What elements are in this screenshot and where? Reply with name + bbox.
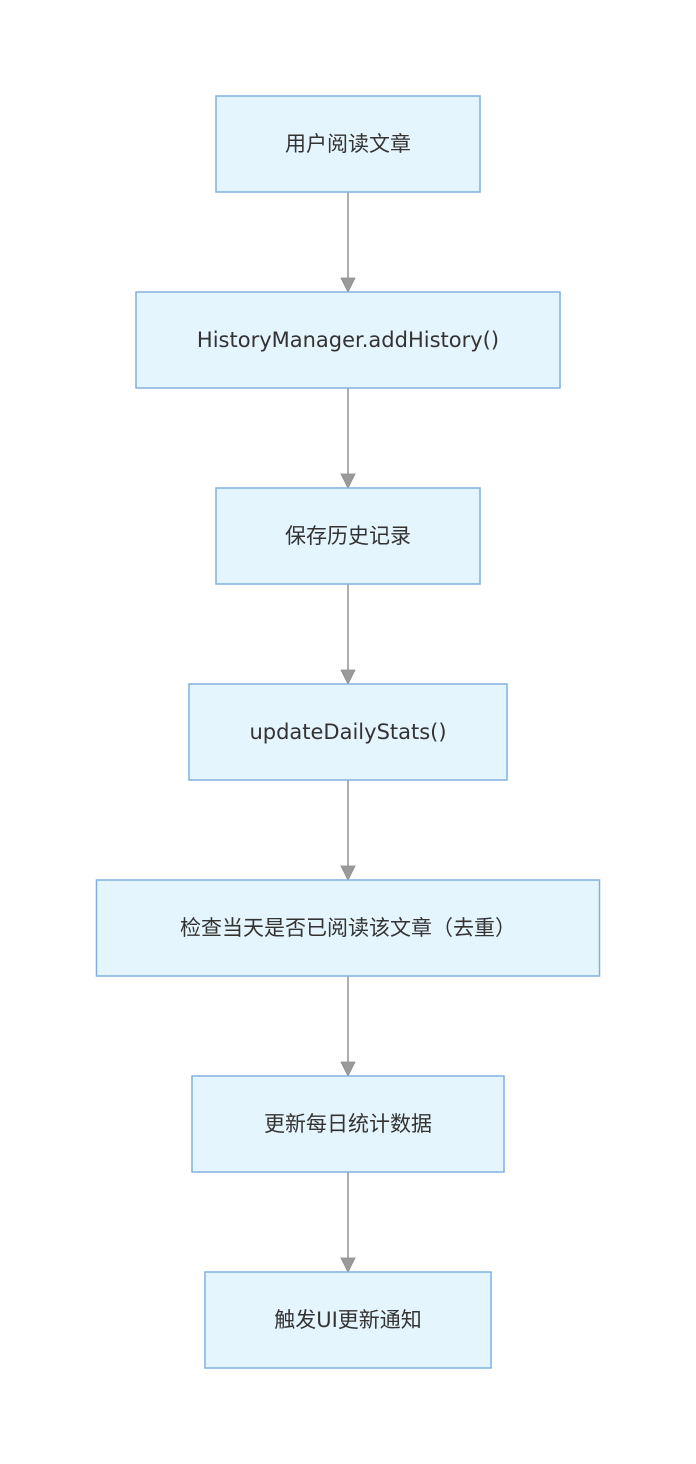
flow-node-label: updateDailyStats() — [249, 720, 446, 744]
flow-edge — [340, 780, 356, 881]
flow-node: 更新每日统计数据 — [191, 1075, 505, 1173]
flow-node-box — [215, 487, 481, 585]
arrow-down-icon — [340, 669, 356, 685]
flow-node-label: 更新每日统计数据 — [264, 1112, 432, 1136]
flow-node-box — [188, 683, 508, 781]
flow-node: 触发UI更新通知 — [204, 1271, 492, 1369]
arrow-down-icon — [340, 1061, 356, 1077]
flow-node-box — [191, 1075, 505, 1173]
flow-edge — [340, 192, 356, 293]
arrow-down-icon — [340, 277, 356, 293]
arrow-down-icon — [340, 865, 356, 881]
flow-node-box — [204, 1271, 492, 1369]
flow-node: 保存历史记录 — [215, 487, 481, 585]
flow-node-label: 用户阅读文章 — [285, 132, 411, 156]
arrow-down-icon — [340, 473, 356, 489]
flow-node: 检查当天是否已阅读该文章（去重） — [95, 879, 601, 977]
flow-node: 用户阅读文章 — [215, 95, 481, 193]
flow-node-label: 保存历史记录 — [285, 524, 411, 548]
arrow-down-icon — [340, 1257, 356, 1273]
flow-node-label: 触发UI更新通知 — [274, 1308, 422, 1332]
flow-node-label: 检查当天是否已阅读该文章（去重） — [180, 916, 516, 940]
flow-edge — [340, 584, 356, 685]
flow-node-box — [215, 95, 481, 193]
edges-layer — [340, 192, 356, 1273]
flow-node-box — [95, 879, 601, 977]
flow-edge — [340, 388, 356, 489]
flow-node-box — [135, 291, 561, 389]
nodes-layer: 用户阅读文章 HistoryManager.addHistory() 保存历史记录 u… — [95, 95, 601, 1369]
flow-node-label: HistoryManager.addHistory() — [197, 328, 499, 352]
flow-edge — [340, 976, 356, 1077]
flow-node: updateDailyStats() — [188, 683, 508, 781]
flow-edge — [340, 1172, 356, 1273]
flow-node: HistoryManager.addHistory() — [135, 291, 561, 389]
